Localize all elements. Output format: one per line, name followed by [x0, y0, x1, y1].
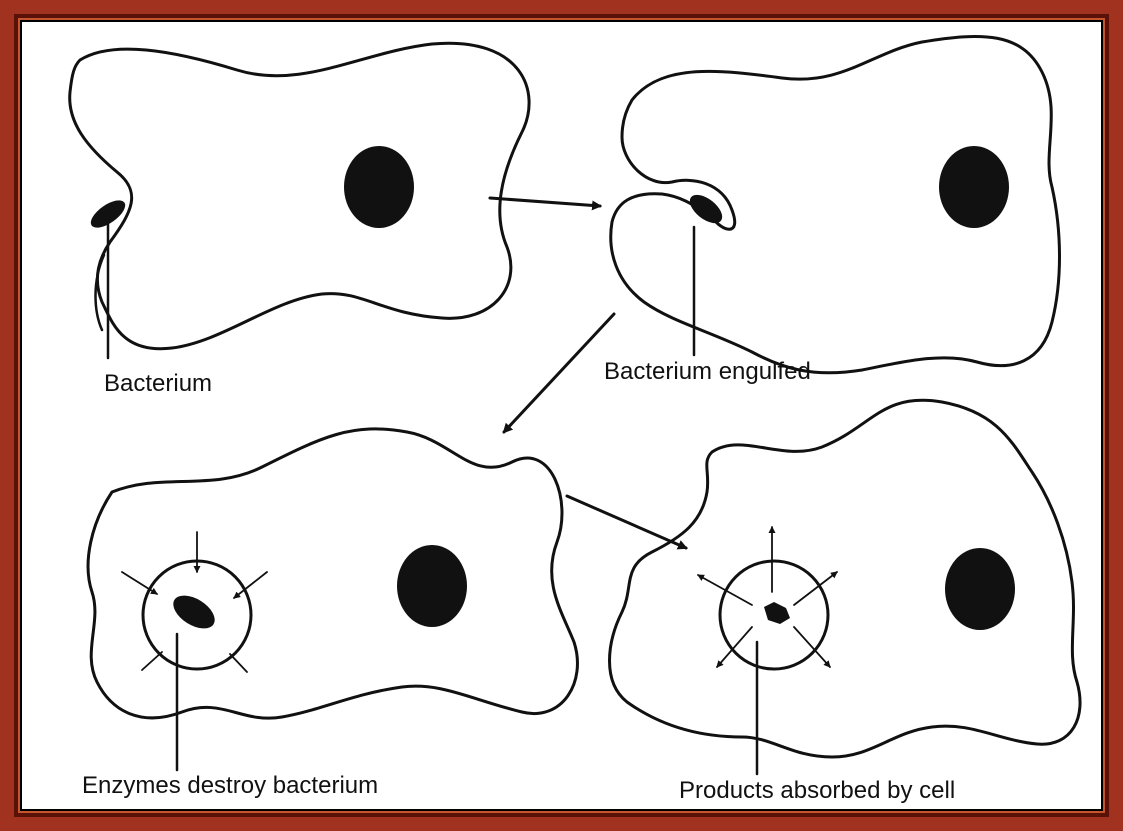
label-bacterium: Bacterium: [104, 370, 212, 397]
label-enzymes-destroy: Enzymes destroy bacterium: [82, 772, 378, 799]
nucleus-4: [945, 548, 1015, 630]
cell-stage-1: [70, 43, 529, 358]
nucleus-1: [344, 146, 414, 228]
label-products-absorbed: Products absorbed by cell: [679, 777, 955, 804]
arrow-stage3-to-4: [567, 496, 686, 548]
arrow-stage1-to-2: [490, 198, 600, 206]
label-bacterium-engulfed: Bacterium engulfed: [604, 358, 811, 385]
cell-stage-3: [88, 429, 577, 770]
bacterium-fragments: [764, 602, 790, 624]
cell-stage-4: [610, 400, 1081, 774]
phagocytosis-diagram: Bacterium Bacterium engulfed Enzymes des…: [22, 22, 1101, 809]
absorption-arrows: [698, 527, 837, 667]
cell-stage-2: [611, 36, 1060, 372]
nucleus-3: [397, 545, 467, 627]
arrow-stage2-to-3: [504, 314, 614, 432]
digesting-bacterium: [168, 589, 221, 635]
engulfed-bacterium: [685, 189, 727, 228]
nucleus-2: [939, 146, 1009, 228]
cell-membrane-1: [70, 43, 529, 349]
